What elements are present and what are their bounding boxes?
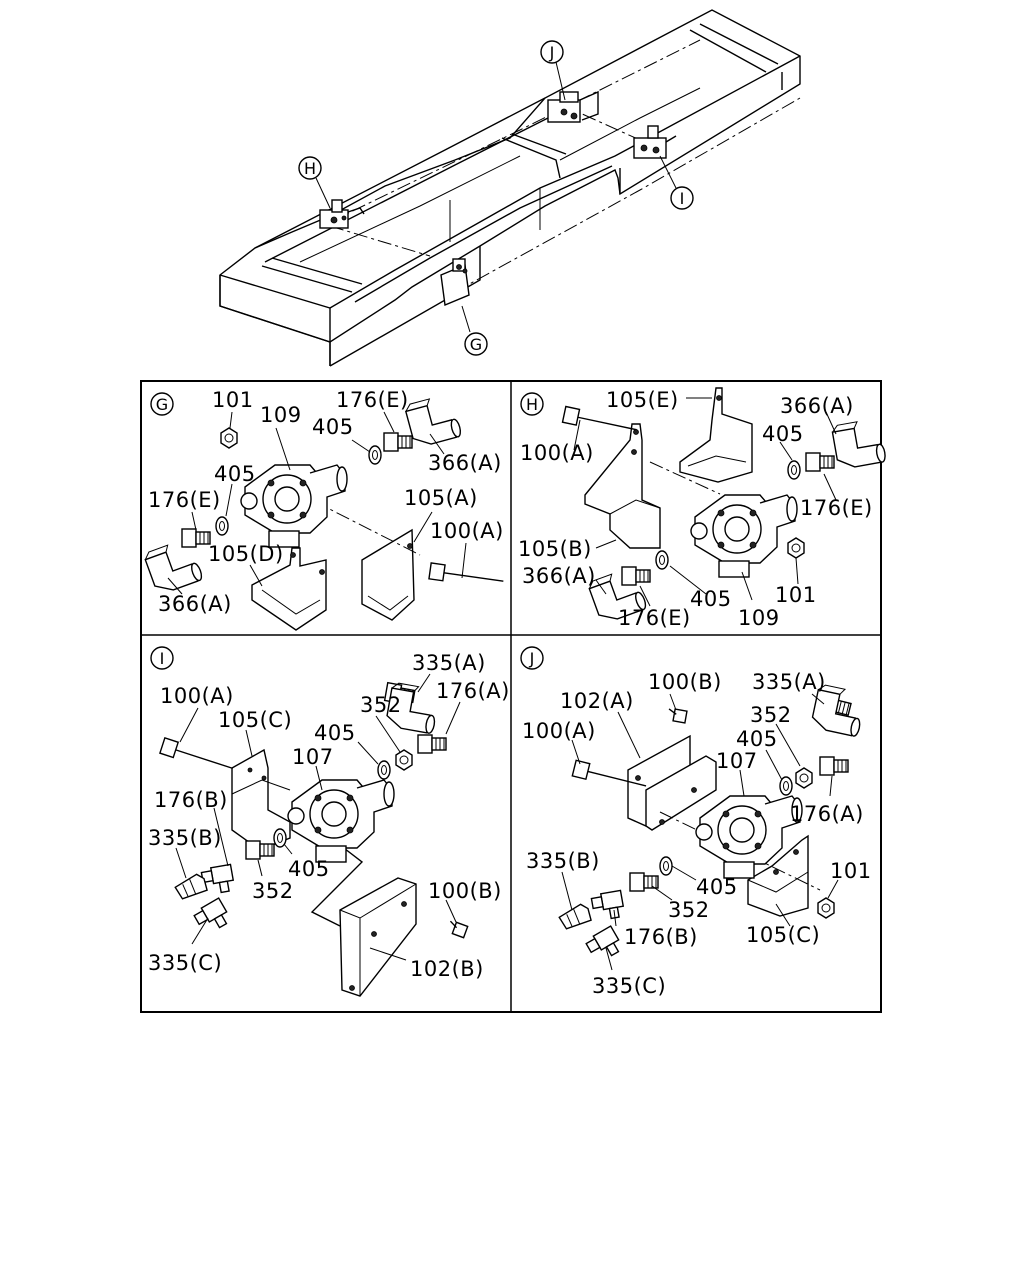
panel-g-label-100a: 100(A) [430,519,504,543]
panel-g-label-366a-bottom: 366(A) [158,592,232,616]
panel-j-title: J [529,649,535,668]
panel-j-label-335a: 335(A) [752,670,826,694]
panel-i-label-176a: 176(A) [436,679,510,703]
panel-g-label-109: 109 [260,403,302,427]
panel-j-label-405-top: 405 [736,727,778,751]
panel-i-label-100a: 100(A) [160,684,234,708]
panel-i-label-405-top: 405 [314,721,356,745]
panel-i-label-335c: 335(C) [148,951,222,975]
panel-i-label-352-top: 352 [360,693,402,717]
panel-j-label-101: 101 [830,859,872,883]
detail-grid [140,380,882,1013]
panel-j-label-176b: 176(B) [624,925,698,949]
marker-i[interactable]: I [670,186,694,210]
panel-g-label-366a-top: 366(A) [428,451,502,475]
panel-h-label-366a-bottom: 366(A) [522,564,596,588]
marker-h[interactable]: H [298,156,322,180]
panel-g-label-105d: 105(D) [208,542,284,566]
panel-i-label-105c: 105(C) [218,708,292,732]
panel-i-title: I [160,649,165,668]
panel-h-label-405-right: 405 [762,422,804,446]
panel-i-label-405-bottom: 405 [288,857,330,881]
panel-g-label-405-left: 405 [214,462,256,486]
panel-h-label-105e: 105(E) [606,388,679,412]
panel-h-title: H [526,395,538,414]
marker-g-text: G [470,335,482,354]
panel-j-label-335b: 335(B) [526,849,600,873]
panel-h-label-405-bottom: 405 [690,587,732,611]
panel-i-label-100b: 100(B) [428,879,502,903]
panel-g-title: G [156,395,168,414]
panel-h-label-176e-right: 176(E) [800,496,873,520]
panel-i: I [148,646,510,997]
panel-g: G 101 109 176(E) 405 [142,388,506,631]
panel-h-label-100a: 100(A) [520,441,594,465]
panel-j-label-352-bottom: 352 [668,898,710,922]
panel-i-label-102b: 102(B) [410,957,484,981]
panel-h-label-176e-bottom: 176(E) [618,606,691,630]
panel-h-label-109: 109 [738,606,780,630]
panel-h-label-101: 101 [775,583,817,607]
panel-j-label-100a: 100(A) [522,719,596,743]
panel-g-label-176e-left: 176(E) [148,488,221,512]
panel-j-label-102a: 102(A) [560,689,634,713]
panel-h-label-366a-top: 366(A) [780,394,854,418]
panel-h: H 105(E) 366(A) 100(A) [518,387,888,630]
panel-i-label-107: 107 [292,745,334,769]
marker-h-text: H [304,159,316,178]
panel-j-label-176a: 176(A) [790,802,864,826]
panel-i-label-176b: 176(B) [154,788,228,812]
panel-i-label-335a: 335(A) [412,651,486,675]
marker-j-text: J [549,43,555,62]
panel-g-label-105a: 105(A) [404,486,478,510]
panel-g-label-101: 101 [212,388,254,412]
panel-j-label-335c: 335(C) [592,974,666,998]
panel-g-label-405-top: 405 [312,415,354,439]
marker-i-text: I [680,189,685,208]
panel-j: J [520,646,872,998]
panel-j-label-100b: 100(B) [648,670,722,694]
chassis-overview: J H I G [219,9,801,367]
panel-j-label-107: 107 [716,749,758,773]
panel-h-label-105b: 105(B) [518,537,592,561]
panel-j-label-105c: 105(C) [746,923,820,947]
panel-i-label-352-bottom: 352 [252,879,294,903]
panel-i-label-335b: 335(B) [148,826,222,850]
panel-j-label-352-top: 352 [750,703,792,727]
panel-j-label-405-bottom: 405 [696,875,738,899]
panel-g-label-176e-top: 176(E) [336,388,409,412]
marker-g[interactable]: G [464,332,488,356]
marker-j[interactable]: J [540,40,564,64]
